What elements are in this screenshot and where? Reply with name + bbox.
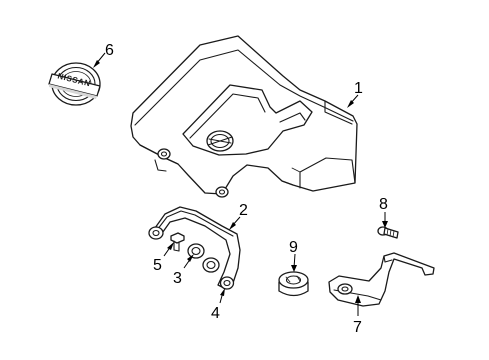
screw-8 bbox=[377, 226, 399, 239]
bracket-7 bbox=[328, 252, 435, 307]
callout-7: 7 bbox=[353, 319, 362, 336]
nissan-emblem: NISSAN bbox=[48, 62, 101, 106]
callout-2: 2 bbox=[239, 202, 248, 219]
mounting-bracket bbox=[148, 206, 241, 290]
clip-9 bbox=[278, 271, 309, 297]
callout-labels: 1 2 3 4 5 6 7 8 9 bbox=[105, 42, 388, 336]
callout-3: 3 bbox=[173, 270, 182, 287]
callout-9: 9 bbox=[289, 239, 298, 256]
callout-4: 4 bbox=[211, 305, 220, 322]
callout-5: 5 bbox=[153, 257, 162, 274]
bolt-5 bbox=[170, 232, 185, 252]
engine-cover bbox=[130, 35, 358, 198]
callout-8: 8 bbox=[379, 196, 388, 213]
callout-6: 6 bbox=[105, 42, 114, 59]
grommet-3 bbox=[187, 243, 220, 273]
leader-lines bbox=[93, 52, 388, 316]
callout-1: 1 bbox=[354, 80, 363, 97]
